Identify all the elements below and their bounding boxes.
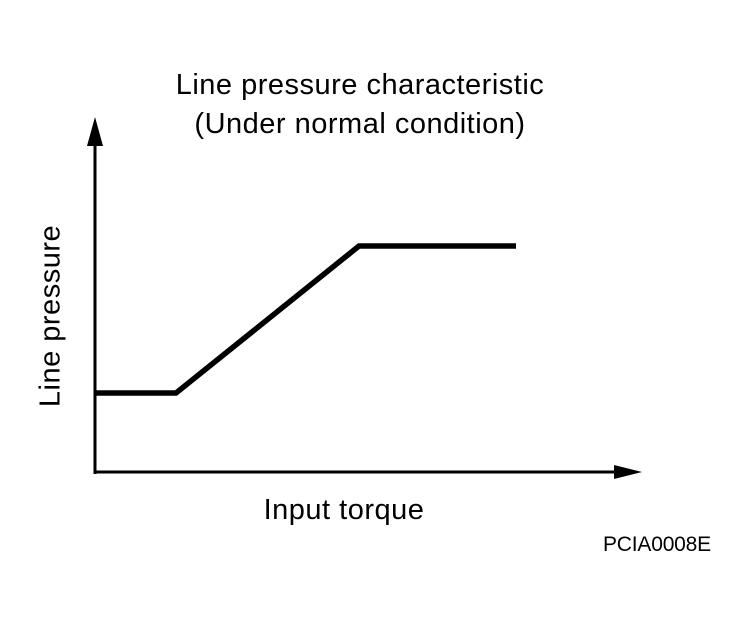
y-axis-label: Line pressure: [34, 224, 67, 408]
chart-title-line1: Line pressure characteristic: [175, 69, 545, 101]
y-axis-arrowhead-icon: [87, 117, 103, 146]
chart-title: Line pressure characteristic (Under norm…: [95, 66, 625, 144]
x-axis-label: Input torque: [263, 494, 425, 526]
chart-title-line2: (Under normal condition): [194, 108, 526, 140]
figure-code: PCIA0008E: [603, 533, 711, 556]
line-pressure-curve: [94, 243, 516, 396]
x-axis-arrowhead-icon: [614, 465, 642, 479]
